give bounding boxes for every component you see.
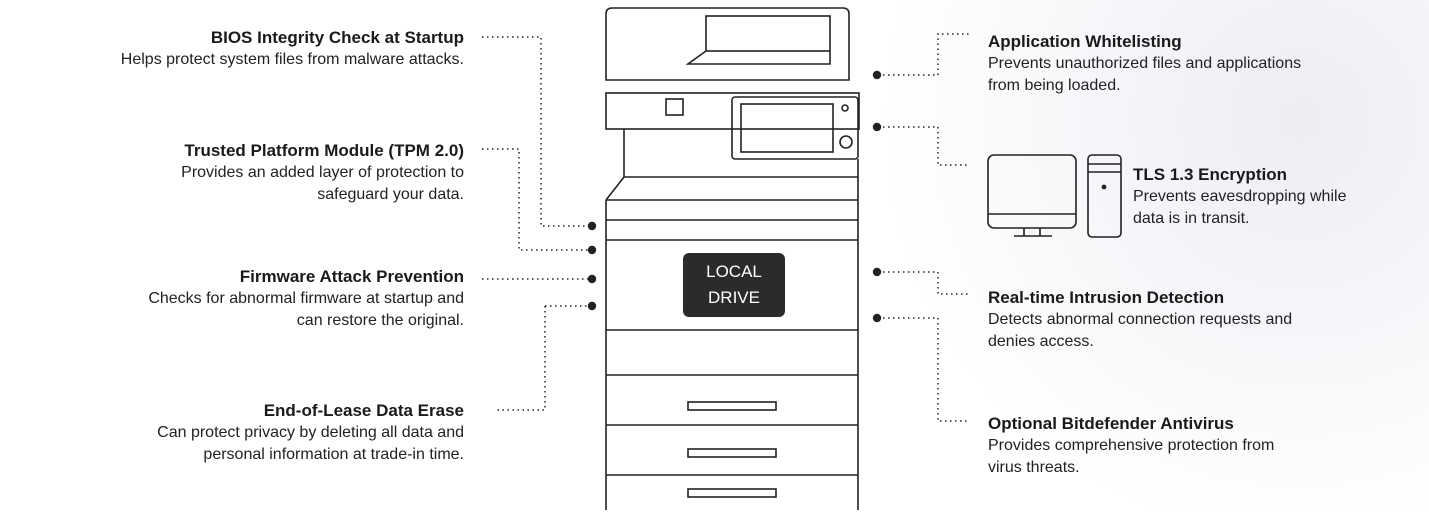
feature-title: Real-time Intrusion Detection	[988, 288, 1225, 307]
connector-lines	[482, 33, 970, 422]
feature-description-line1: Can protect privacy by deleting all data…	[157, 424, 464, 441]
feature-description-line1: Checks for abnormal firmware at startup …	[148, 290, 464, 307]
monitor-icon	[987, 154, 1077, 237]
feature-bios-integrity: BIOS Integrity Check at Startup Helps pr…	[0, 27, 464, 71]
feature-description-line1: Detects abnormal connection requests and	[988, 311, 1293, 328]
feature-description-line1: Provides comprehensive protection from	[988, 437, 1275, 454]
feature-intrusion-detection: Real-time Intrusion Detection Detects ab…	[988, 287, 1408, 353]
feature-title: BIOS Integrity Check at Startup	[210, 28, 464, 47]
feature-title: TLS 1.3 Encryption	[1133, 165, 1287, 184]
feature-description-line2: can restore the original.	[296, 312, 464, 329]
local-drive-line2: DRIVE	[708, 288, 760, 307]
feature-description-line2: from being loaded.	[988, 77, 1121, 94]
feature-title: Optional Bitdefender Antivirus	[988, 414, 1234, 433]
feature-tpm: Trusted Platform Module (TPM 2.0) Provid…	[0, 140, 464, 206]
computer-tower-icon	[1087, 154, 1122, 238]
feature-tls-encryption: TLS 1.3 Encryption Prevents eavesdroppin…	[1133, 164, 1423, 230]
feature-description-line1: Prevents unauthorized files and applicat…	[988, 55, 1302, 72]
feature-description-line1: Prevents eavesdropping while	[1133, 188, 1347, 205]
feature-description-line2: personal information at trade-in time.	[203, 446, 464, 463]
connector-dots	[587, 70, 882, 323]
feature-description-line2: data is in transit.	[1133, 210, 1250, 227]
feature-description-line2: denies access.	[988, 333, 1094, 350]
feature-title: Trusted Platform Module (TPM 2.0)	[184, 141, 464, 160]
printer-icon	[605, 7, 860, 510]
feature-title: End-of-Lease Data Erase	[263, 401, 464, 420]
feature-application-whitelisting: Application Whitelisting Prevents unauth…	[988, 31, 1408, 97]
feature-end-of-lease-erase: End-of-Lease Data Erase Can protect priv…	[0, 400, 464, 466]
feature-description-line2: virus threats.	[988, 459, 1080, 476]
feature-firmware-attack-prevention: Firmware Attack Prevention Checks for ab…	[0, 266, 464, 332]
feature-bitdefender-antivirus: Optional Bitdefender Antivirus Provides …	[988, 413, 1408, 479]
feature-title: Firmware Attack Prevention	[239, 267, 464, 286]
feature-description: Helps protect system files from malware …	[120, 51, 464, 68]
feature-description-line2: safeguard your data.	[317, 186, 464, 203]
feature-title: Application Whitelisting	[988, 32, 1182, 51]
feature-description-line1: Provides an added layer of protection to	[181, 164, 464, 181]
local-drive-label: LOCAL DRIVE	[683, 253, 785, 317]
local-drive-line1: LOCAL	[706, 262, 762, 281]
